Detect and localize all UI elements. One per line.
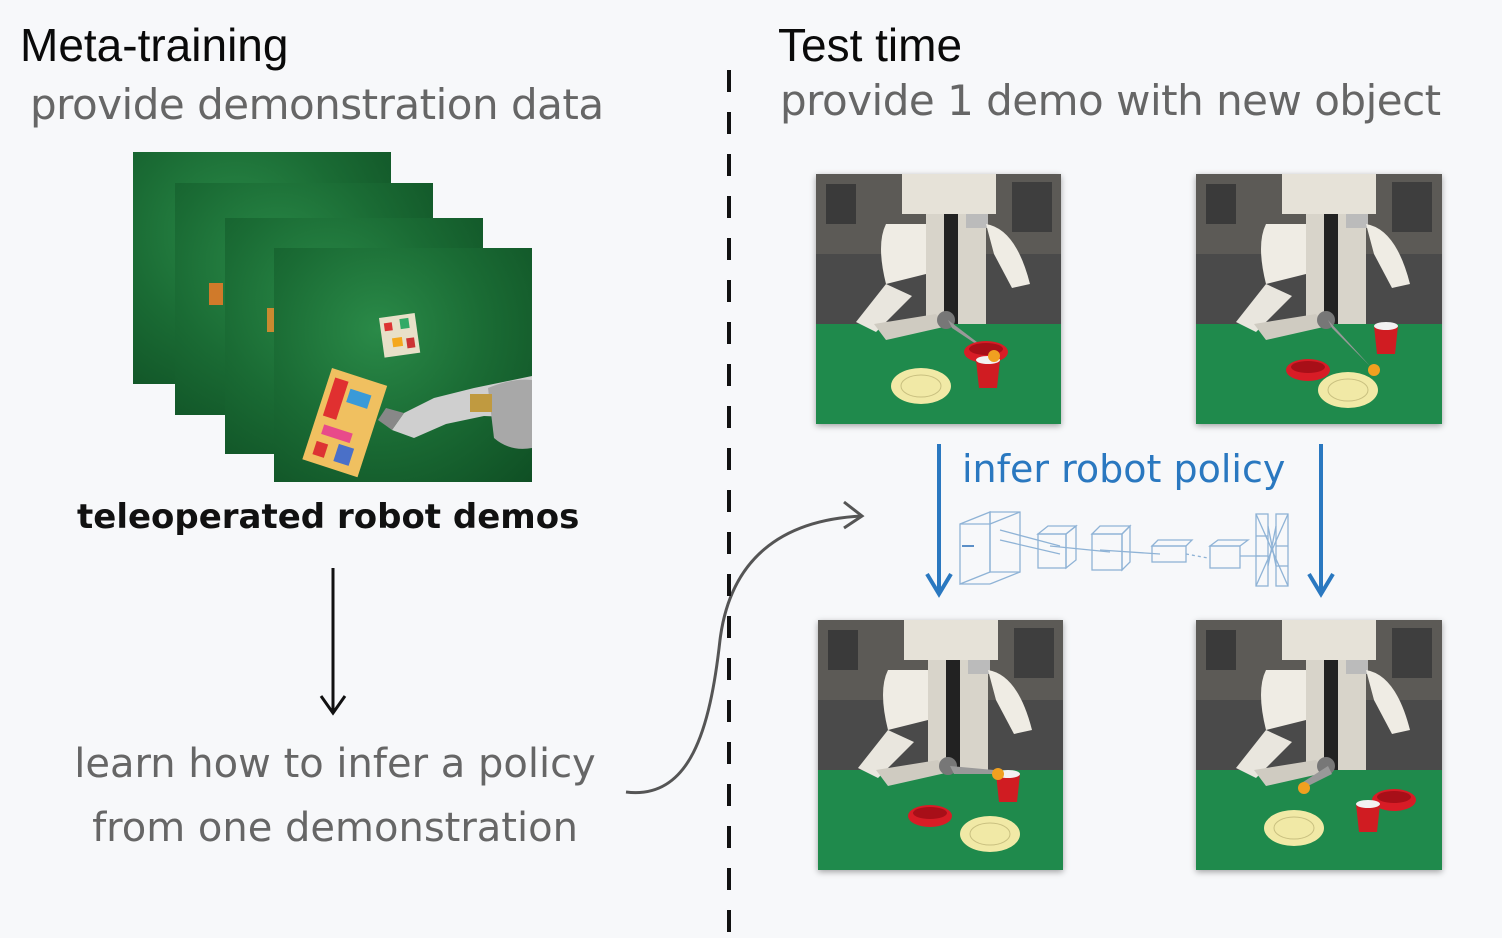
demo-frame-front xyxy=(274,248,532,482)
test-time-heading: Test time xyxy=(778,19,963,71)
curved-connector-arrow xyxy=(625,500,865,795)
demo-photo-top-left xyxy=(816,174,1061,424)
learn-line-1: learn how to infer a policy xyxy=(74,741,596,787)
demo-photo-top-right xyxy=(1196,174,1442,424)
result-photo-bottom-left xyxy=(818,620,1063,870)
meta-training-subheading: provide demonstration data xyxy=(30,80,604,129)
test-time-subheading: provide 1 demo with new object xyxy=(780,76,1441,125)
demo-scene-image xyxy=(302,312,532,478)
section-divider xyxy=(727,70,731,938)
learn-line-2: from one demonstration xyxy=(92,805,578,851)
meta-training-heading: Meta-training xyxy=(20,19,289,71)
infer-robot-policy-label: infer robot policy xyxy=(962,447,1286,491)
neural-network-diagram xyxy=(959,511,1289,587)
result-photo-bottom-right xyxy=(1196,620,1442,870)
down-arrow-icon xyxy=(319,568,347,716)
learn-to-infer-text: learn how to infer a policy from one dem… xyxy=(30,732,640,860)
teleoperated-demos-caption: teleoperated robot demos xyxy=(77,497,580,537)
blue-down-arrow-left-icon xyxy=(925,444,953,598)
blue-down-arrow-right-icon xyxy=(1307,444,1335,598)
